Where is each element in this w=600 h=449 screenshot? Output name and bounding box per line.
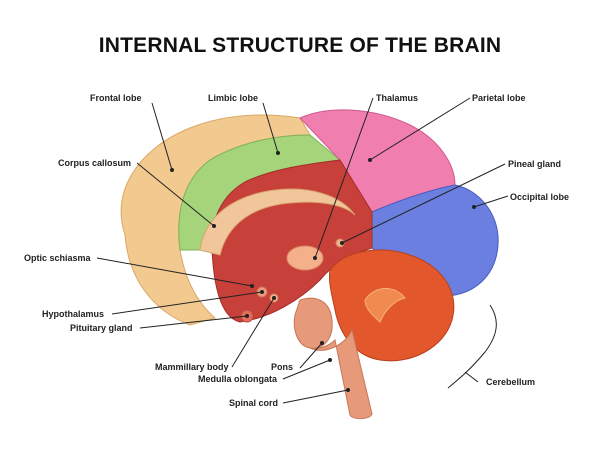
label-pons: Pons <box>271 362 294 372</box>
label-frontal-lobe: Frontal lobe <box>90 93 142 103</box>
label-optic-schiasma: Optic schiasma <box>24 253 91 263</box>
label-pineal-gland: Pineal gland <box>508 159 562 169</box>
label-parietal-lobe: Parietal lobe <box>472 93 526 103</box>
label-occipital-lobe: Occipital lobe <box>510 192 570 202</box>
spinal-cord-region <box>309 328 373 420</box>
label-hypothalamus: Hypothalamus <box>42 309 105 319</box>
label-thalamus: Thalamus <box>376 93 419 103</box>
thalamus-region <box>286 245 324 271</box>
cerebellum-bracket <box>447 304 497 389</box>
label-corpus-callosum: Corpus callosum <box>58 158 132 168</box>
label-limbic-lobe: Limbic lobe <box>208 93 259 103</box>
label-pituitary-gland: Pituitary gland <box>70 323 133 333</box>
label-mammillary-body: Mammillary body <box>155 362 229 372</box>
page-title: INTERNAL STRUCTURE OF THE BRAIN <box>98 34 502 57</box>
label-cerebellum: Cerebellum <box>486 377 536 387</box>
label-medulla-oblongata: Medulla oblongata <box>198 374 278 384</box>
pons-region <box>293 297 333 349</box>
label-spinal-cord: Spinal cord <box>229 398 279 408</box>
corpus-callosum-region <box>199 188 356 256</box>
cerebellum-pattern <box>364 288 406 323</box>
